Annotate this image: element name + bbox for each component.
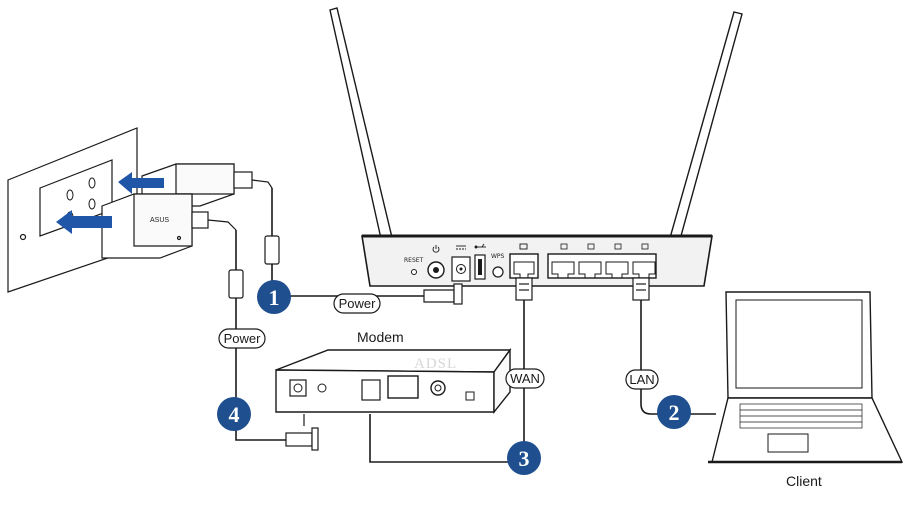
step-badge-3: 3 [507,441,541,475]
modem: Modem ADSL [275,329,512,451]
step-badge-4: 4 [217,397,251,431]
modem-lan-port[interactable] [387,375,419,399]
modem-title: Modem [357,329,404,345]
reset-label: RESET [404,257,424,264]
router-lan-ports [547,243,657,279]
usb-icon [474,243,486,249]
lan-cable [640,298,716,415]
modem-adsl-badge: ADSL [414,356,457,372]
wan-cable-plug [515,277,533,301]
svg-text:Power: Power [224,331,262,346]
arrow-left-icon [56,210,112,234]
wps-label: WPS [491,253,505,260]
label-power-modem: Power [218,328,266,349]
svg-text:2: 2 [669,400,680,425]
wps-button[interactable] [492,266,504,278]
svg-text:3: 3 [519,446,530,471]
label-lan: LAN [625,369,659,390]
laptop-touchpad [767,433,809,453]
power-adapter-modem: ASUS [101,193,237,259]
client-title: Client [786,473,822,489]
router: RESET WPS [329,7,743,305]
svg-text:1: 1 [269,285,280,310]
reset-button[interactable] [411,269,417,275]
power-adapter-router [141,163,273,207]
adapter-brand-label: ASUS [150,217,169,224]
modem-front [275,369,495,413]
wan-globe-icon [519,243,528,250]
laptop-screen [735,299,863,389]
modem-power-switch[interactable] [317,383,327,393]
label-power-router: Power [333,293,381,314]
router-power-plug [423,283,463,305]
step-badge-2: 2 [657,395,691,429]
lan-port-3[interactable] [605,261,629,279]
dc-in-icon [456,245,466,250]
modem-side [493,347,511,414]
plug-in-arrows [56,172,164,234]
ferrite-cores [228,235,280,299]
modem-top [275,349,512,373]
client-laptop: Client [708,291,904,489]
modem-dsl-port[interactable] [361,379,381,401]
keyboard-icon [739,403,863,429]
modem-power-plug [285,414,319,451]
antenna-right [665,11,743,255]
step-badge-1: 1 [257,280,291,314]
svg-text:Power: Power [339,296,377,311]
svg-text:4: 4 [229,402,240,427]
lan-port-1[interactable] [551,261,575,279]
arrow-left-icon [118,172,164,194]
label-wan: WAN [505,368,545,389]
power-icon [432,245,440,253]
cables [235,188,716,463]
lan-cable-plug [632,277,650,301]
lan-port-2[interactable] [578,261,602,279]
antenna-left [329,7,396,253]
svg-text:LAN: LAN [629,372,654,387]
lan-port-icon [560,243,649,250]
svg-text:WAN: WAN [510,371,540,386]
